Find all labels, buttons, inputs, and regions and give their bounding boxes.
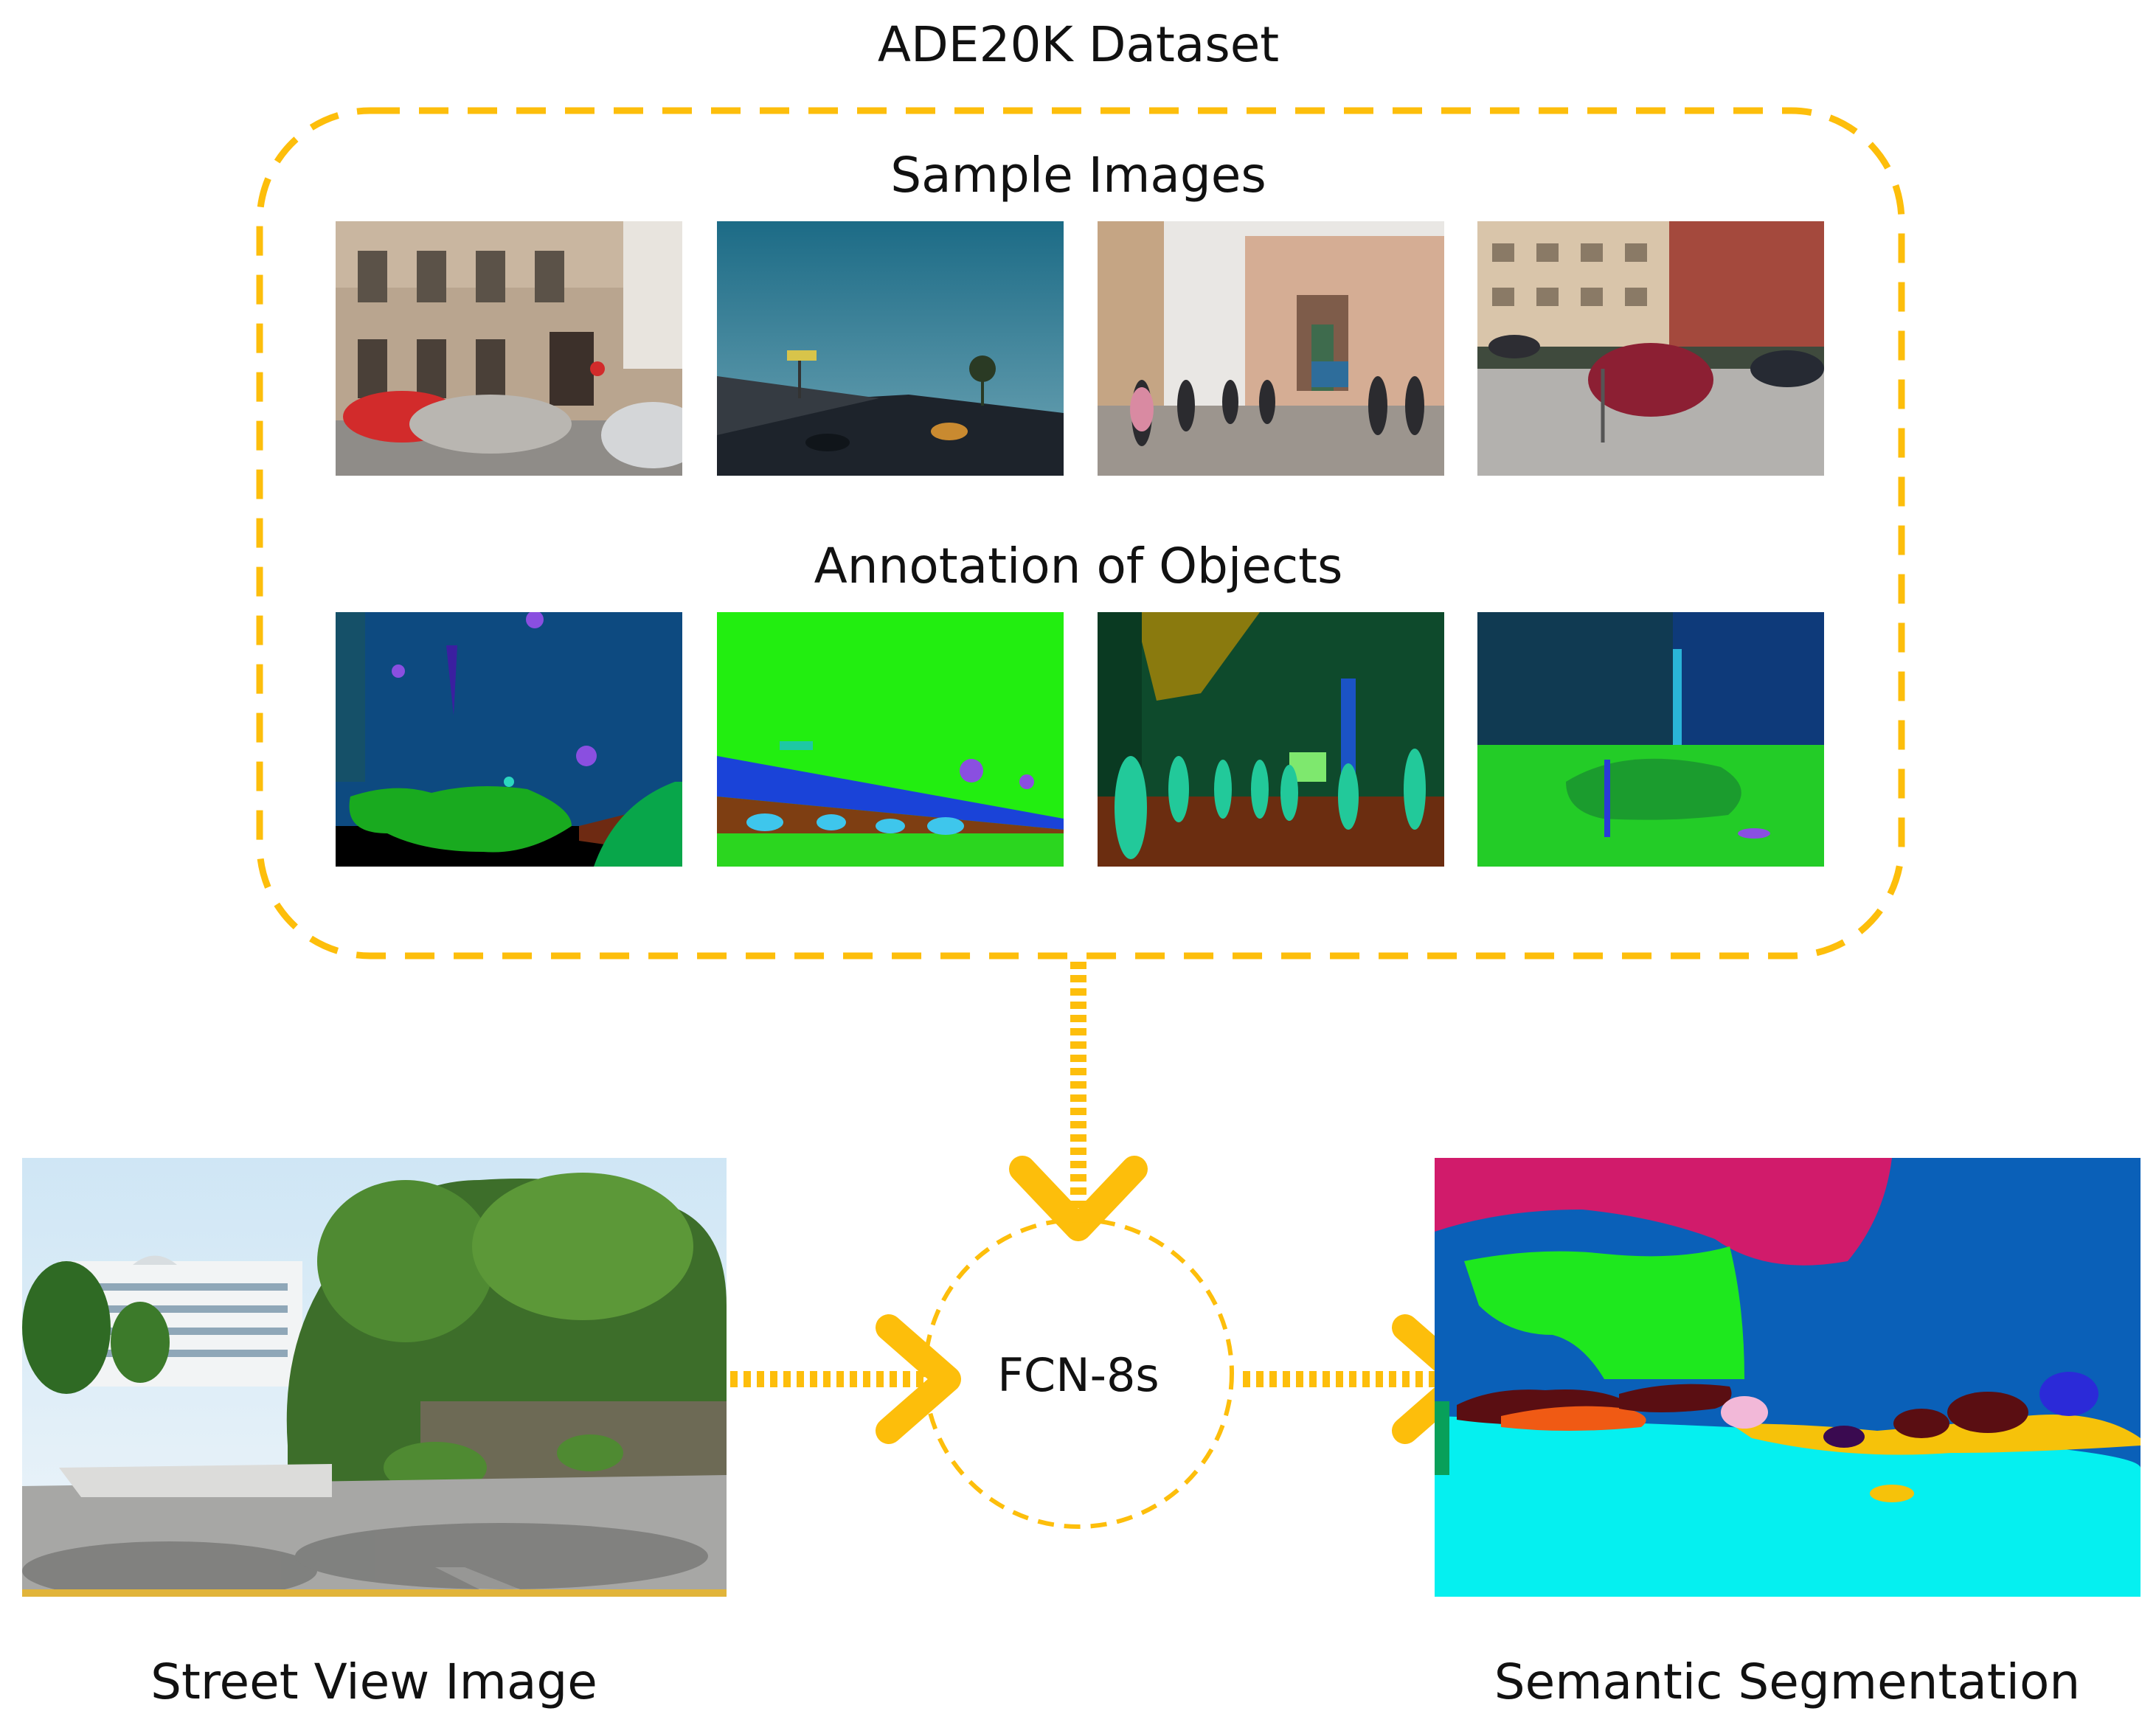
input-label: Street View Image — [150, 1654, 597, 1710]
sample-image-building — [336, 221, 682, 476]
model-label: FCN-8s — [997, 1348, 1160, 1402]
annotation-image-city-street — [1477, 612, 1824, 867]
semantic-segmentation-image — [1435, 1158, 2141, 1597]
sample-image-highway — [717, 221, 1064, 476]
dataset-container — [256, 107, 1905, 960]
sample-image-city-street — [1477, 221, 1824, 476]
down-arrowhead — [1009, 1156, 1148, 1241]
street-view-image — [22, 1158, 727, 1597]
sample-image-pedestrian-street — [1098, 221, 1444, 476]
output-label: Semantic Segmentation — [1494, 1654, 2081, 1710]
annotation-image-highway — [717, 612, 1064, 867]
annotation-image-building — [336, 612, 682, 867]
sample-images-label: Sample Images — [890, 147, 1266, 204]
annotation-label: Annotation of Objects — [814, 538, 1343, 594]
right-arrowhead-input — [876, 1314, 961, 1444]
annotation-image-pedestrian-street — [1098, 612, 1444, 867]
diagram-title: ADE20K Dataset — [877, 16, 1280, 73]
